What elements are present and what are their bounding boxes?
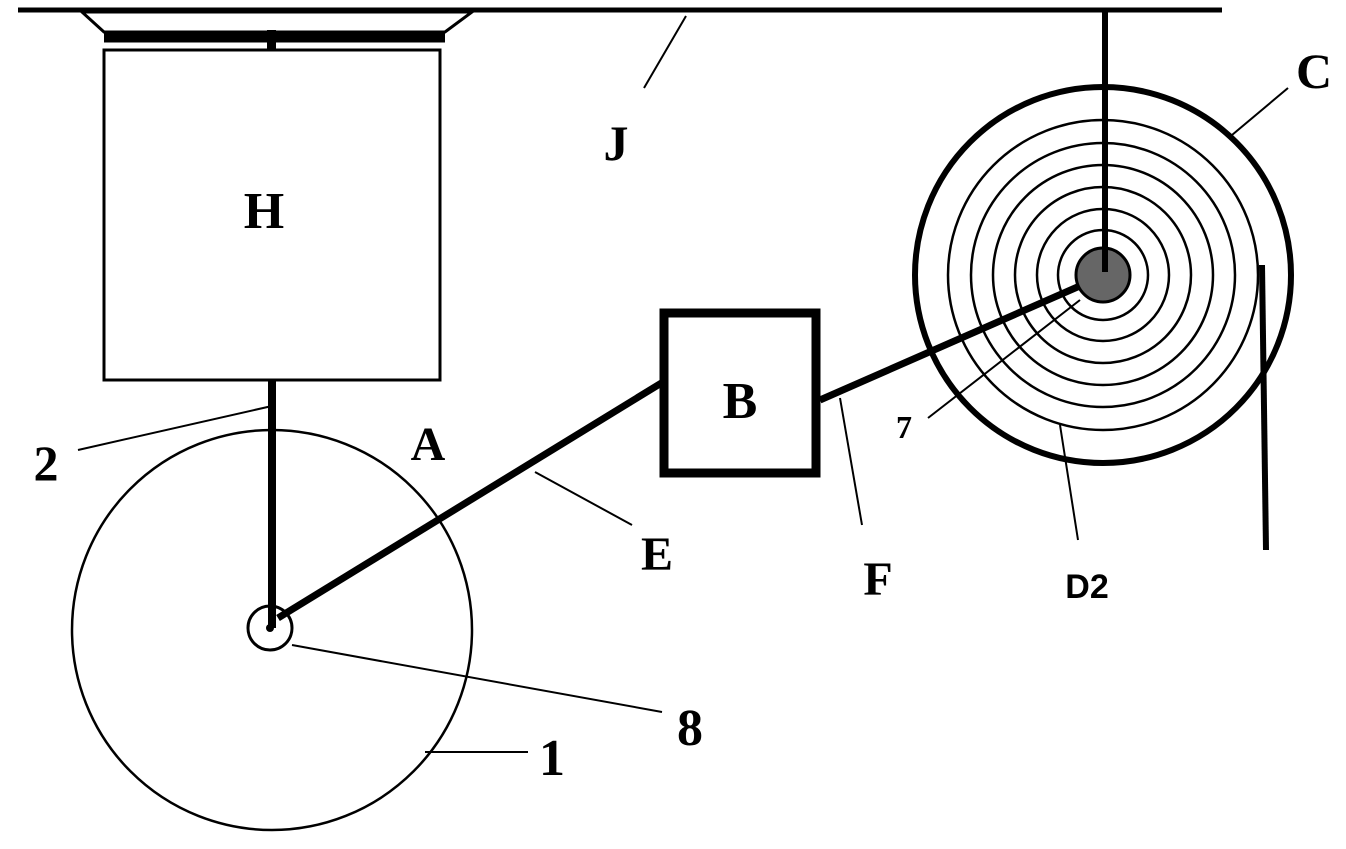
label-a: A <box>411 418 446 471</box>
bracket-bolt <box>267 30 276 50</box>
spring-tail <box>1262 265 1266 550</box>
mounting-bracket <box>82 12 472 32</box>
label-7: 7 <box>896 409 912 445</box>
label-2: 2 <box>34 435 59 491</box>
label-f: F <box>863 553 892 606</box>
connecting-rod-e <box>278 382 663 618</box>
label-d2: D2 <box>1065 568 1108 606</box>
label-b: B <box>723 373 758 430</box>
hub-center <box>266 624 274 632</box>
label-h: H <box>244 183 284 240</box>
label-e: E <box>641 528 673 581</box>
label-8: 8 <box>677 700 703 757</box>
rod-f <box>820 278 1098 400</box>
label-j: J <box>604 115 629 171</box>
label-1: 1 <box>539 730 565 787</box>
label-c: C <box>1296 43 1332 99</box>
